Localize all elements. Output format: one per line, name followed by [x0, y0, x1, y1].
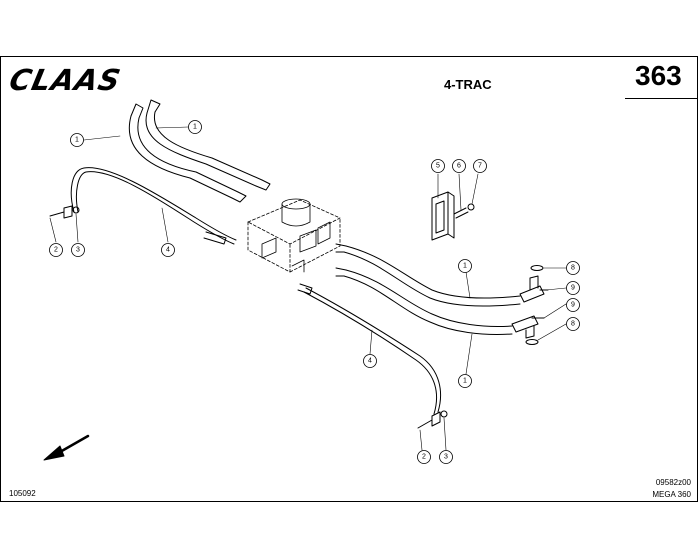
callout-1-top-left: 1: [70, 133, 84, 147]
o-ring-upper: [530, 265, 544, 271]
callout-1-top-right: 1: [188, 120, 202, 134]
hose-upper-right: [145, 99, 271, 191]
callout-8-top: 8: [566, 261, 580, 275]
callout-1-mid-right: 1: [458, 259, 472, 273]
callout-4-right: 4: [363, 354, 377, 368]
direction-arrow: [43, 434, 90, 461]
hose-upper-left: [128, 103, 247, 203]
pipe-right: [297, 283, 441, 415]
callout-4-left: 4: [161, 243, 175, 257]
svg-text:6: 6: [457, 163, 461, 170]
svg-text:1: 1: [463, 263, 467, 270]
callout-3-right: 3: [439, 450, 453, 464]
svg-text:8: 8: [571, 265, 575, 272]
drawing-frame: [0, 56, 698, 502]
callout-3-left: 3: [71, 243, 85, 257]
o-ring-lower: [525, 339, 539, 345]
washer: [467, 203, 475, 211]
svg-text:7: 7: [478, 163, 482, 170]
t-fitting-upper: [519, 275, 549, 303]
page-number: 363: [635, 60, 682, 91]
banjo-fitting-right: [417, 410, 448, 429]
svg-text:1: 1: [463, 378, 467, 385]
callout-2-left: 2: [49, 243, 63, 257]
svg-text:2: 2: [422, 454, 426, 461]
footer-left-code: 105092: [9, 489, 36, 498]
svg-text:5: 5: [436, 163, 440, 170]
footer-drawing-code: 09582z00: [655, 478, 691, 487]
svg-text:3: 3: [76, 247, 80, 254]
svg-text:4: 4: [166, 247, 170, 254]
svg-text:1: 1: [193, 124, 197, 131]
footer-model: MEGA 360: [652, 490, 691, 499]
banjo-fitting-left: [49, 205, 80, 219]
callout-8-bottom: 8: [566, 317, 580, 331]
header-rule: [625, 98, 698, 99]
svg-text:9: 9: [571, 302, 575, 309]
svg-text:9: 9: [571, 285, 575, 292]
pipe-left: [70, 167, 237, 245]
callout-1-lower-right: 1: [458, 374, 472, 388]
valve-block: [247, 198, 341, 273]
bolt: [453, 207, 469, 219]
callout-9-top: 9: [566, 281, 580, 295]
svg-text:2: 2: [54, 247, 58, 254]
callout-9-bottom: 9: [566, 298, 580, 312]
svg-text:1: 1: [75, 137, 79, 144]
svg-text:3: 3: [444, 454, 448, 461]
t-fitting-lower: [511, 315, 545, 339]
bracket: [431, 191, 455, 241]
hose-lower-lower: [335, 267, 513, 335]
callout-2-right: 2: [417, 450, 431, 464]
page-title: 4-TRAC: [444, 77, 492, 92]
leader-lines: [49, 126, 567, 451]
callout-5: 5: [431, 159, 445, 173]
hose-lower-upper: [335, 243, 521, 307]
callout-6: 6: [452, 159, 466, 173]
callout-7: 7: [473, 159, 487, 173]
svg-text:4: 4: [368, 358, 372, 365]
svg-text:8: 8: [571, 321, 575, 328]
callouts: 1 1 1 1 2 3 4 4: [49, 120, 580, 464]
